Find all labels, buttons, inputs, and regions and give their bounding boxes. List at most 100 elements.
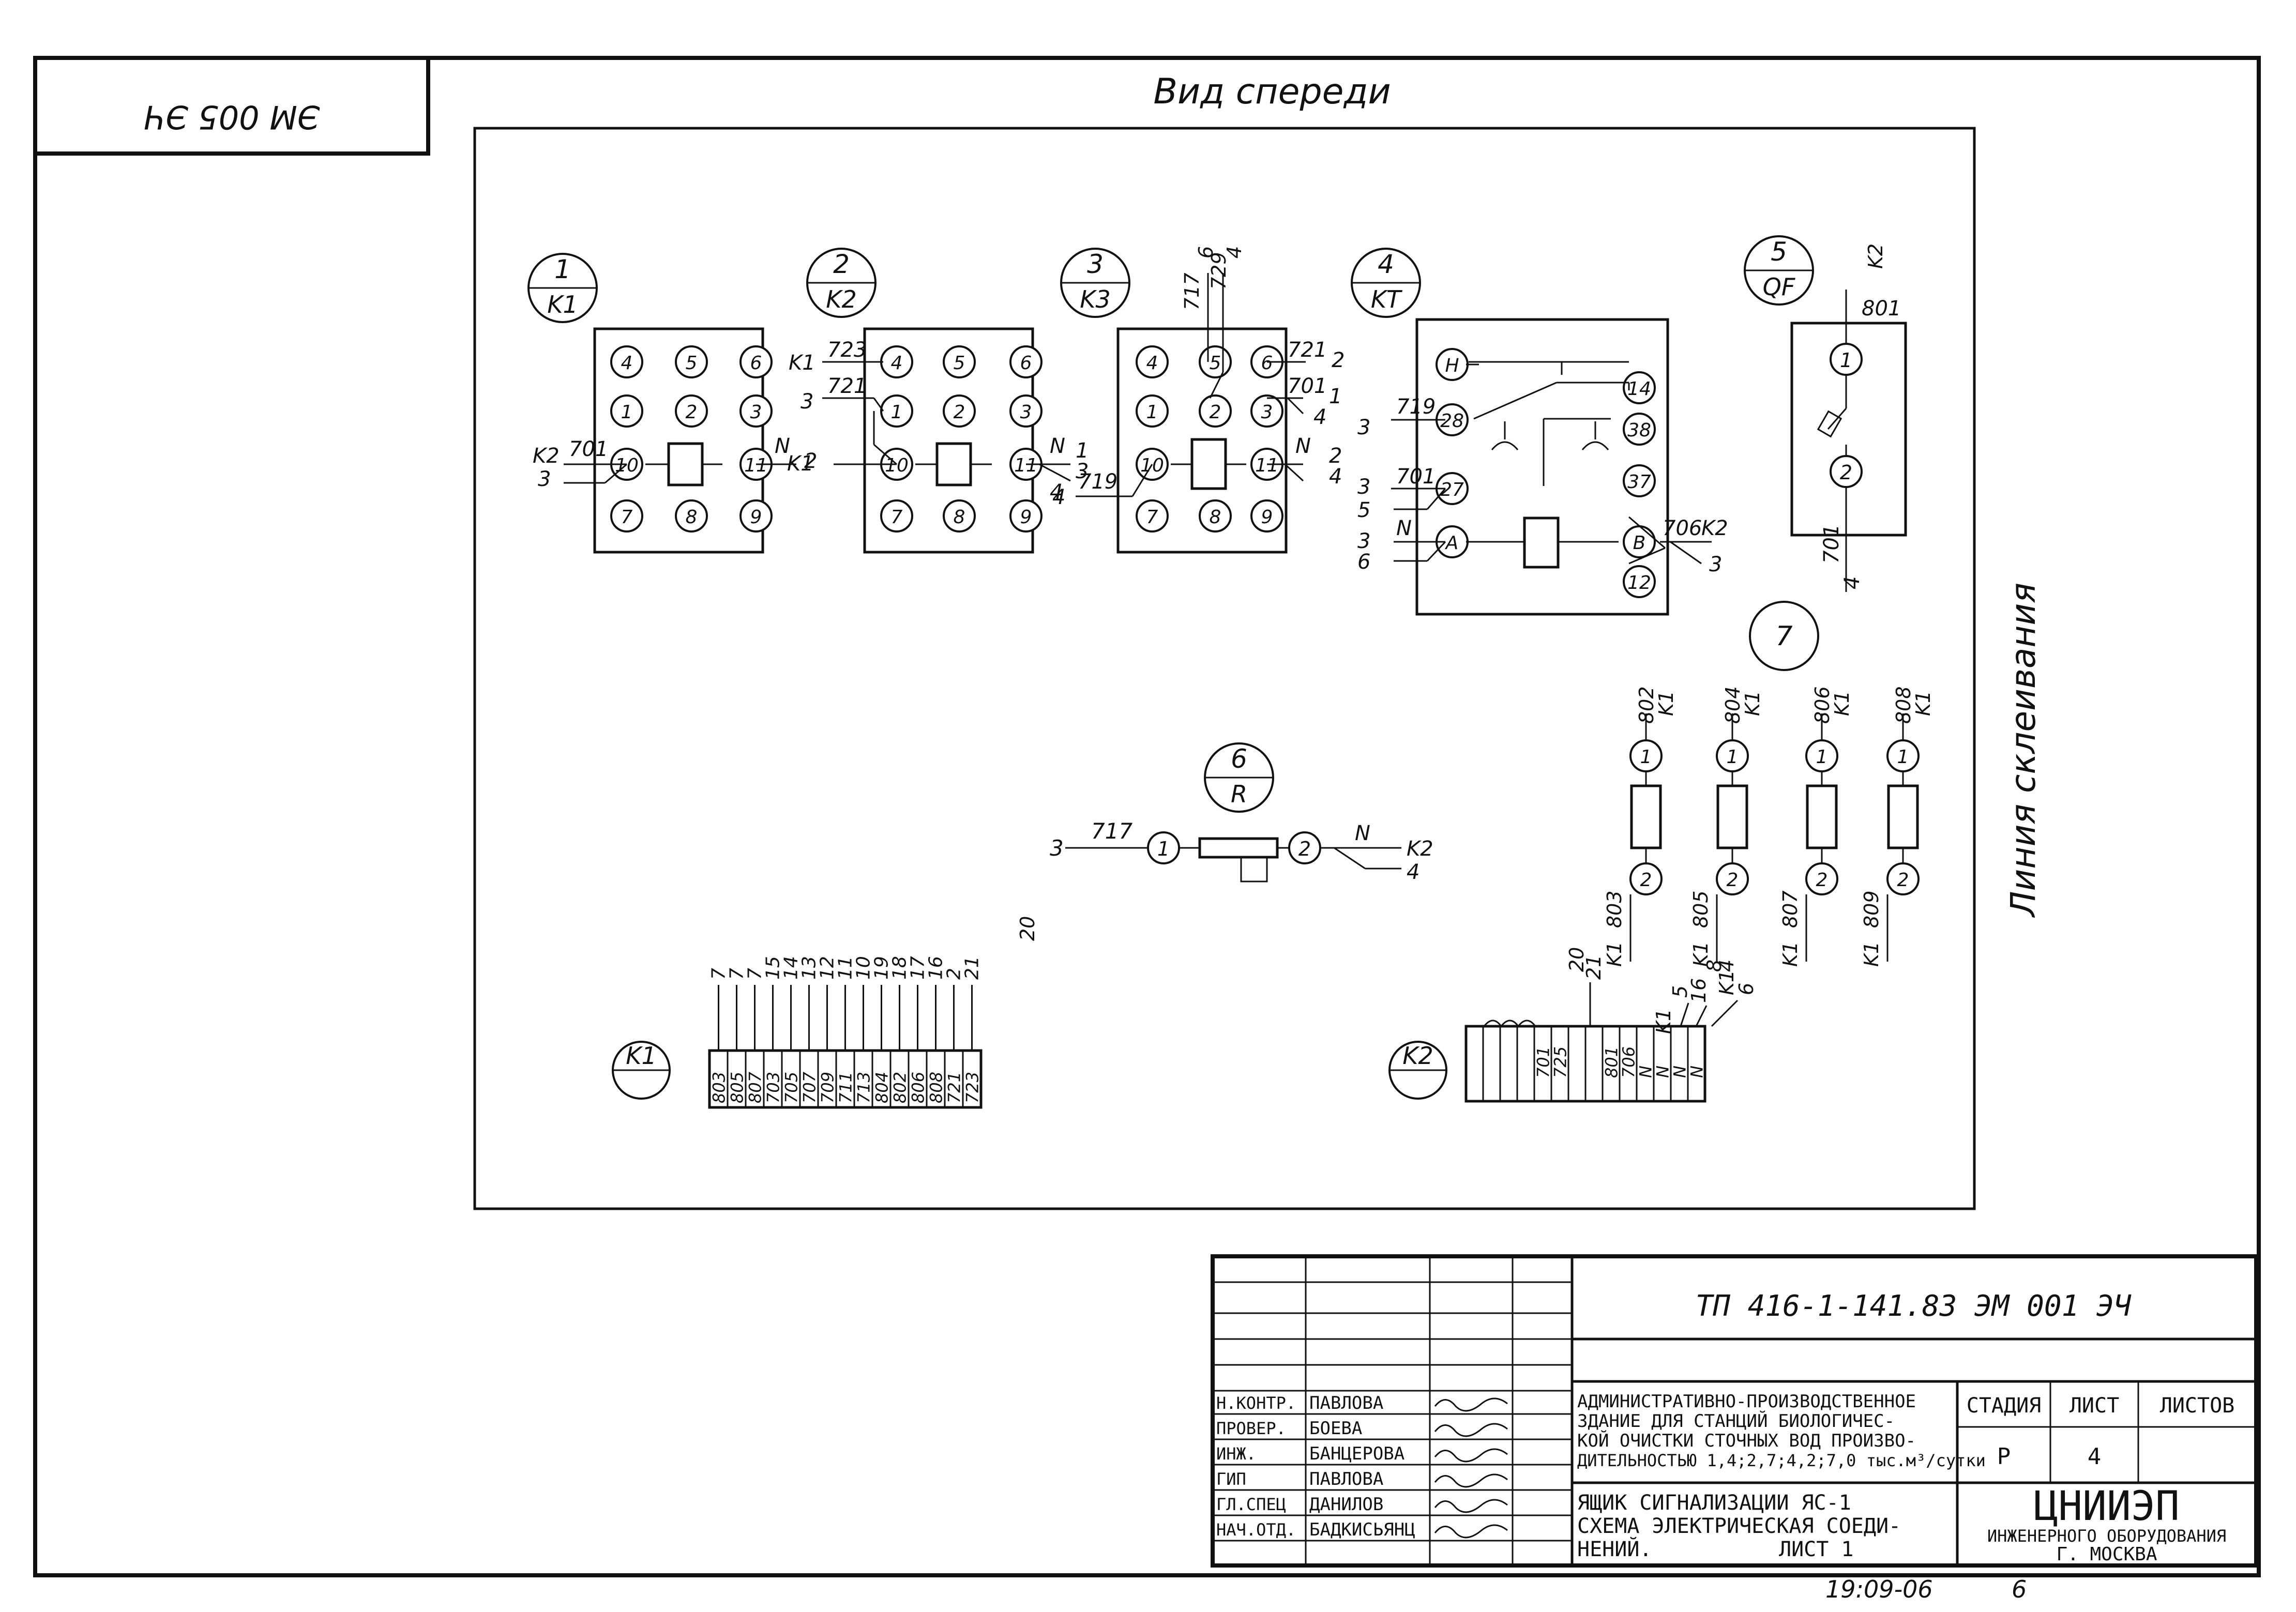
k2pins-pin-4: 2: [954, 402, 965, 423]
comp7-num: 7: [1775, 621, 1792, 652]
name-1: БОЕВА: [1309, 1418, 1362, 1439]
k1pins-pin-4: 2: [686, 402, 698, 423]
k2-dest-21: 21: [1582, 955, 1605, 980]
kt-pin-5-circle: [1623, 464, 1656, 497]
comp6-label: R: [1231, 780, 1247, 808]
k3-rr4: 4: [1329, 465, 1342, 489]
k2pins-pin-10: 9: [1020, 507, 1032, 528]
k1-term-0: 803: [709, 1072, 729, 1103]
corner-stamp: ЭМ 005 ЭЧ: [144, 98, 320, 136]
fuse0-top-k: K1: [1655, 691, 1678, 716]
kt-pin-8-circle: [1623, 565, 1656, 598]
k1pins-pin-8-circle: [610, 499, 643, 533]
fuse0-bottom-k: K1: [1603, 941, 1626, 967]
kt-l3b: 3: [1357, 475, 1370, 499]
k2pins-pin-6: 10: [885, 455, 909, 476]
sheet-line-3: НЕНИЙ.: [1577, 1537, 1652, 1561]
resistor-r: 6 R 1 2 3 717 N K2 4: [1050, 742, 1433, 884]
object-line-4: ДИТЕЛЬНОСТЬЮ 1,4;2,7;4,2;7,0 тыс.м³/сутк…: [1577, 1451, 1986, 1470]
sheet-line-2: СХЕМА ЭЛЕКТРИЧЕСКАЯ СОЕДИ-: [1577, 1514, 1901, 1538]
k3-729: 729: [1207, 252, 1230, 290]
k1-term-5: 707: [800, 1071, 820, 1103]
k2-strip-label: K2: [1402, 1042, 1433, 1070]
k3-719: 719: [1078, 470, 1117, 494]
comp4-label: KT: [1371, 285, 1403, 313]
k1-dest-0: 7: [708, 968, 730, 980]
fuse-2: [1806, 784, 1838, 849]
k2-3: 3: [800, 390, 813, 414]
k3-n: N: [1295, 434, 1311, 458]
corner-stamp-box: [33, 56, 430, 156]
name-4: ДАНИЛОВ: [1309, 1494, 1383, 1515]
k1pins-pin-1-circle: [675, 345, 708, 378]
k1pins-pin-9-circle: [675, 499, 708, 533]
k3-left4: 4: [1052, 485, 1065, 509]
k2-723: 723: [827, 338, 867, 362]
comp4-num: 4: [1378, 249, 1394, 279]
k1-n: N: [775, 434, 790, 458]
r-4: 4: [1407, 860, 1419, 884]
k2-r1: 1: [1076, 439, 1089, 463]
k2-dest-5: 5: [1669, 985, 1691, 998]
qf-701: 701: [1820, 524, 1844, 564]
k2-term-9: 706: [1619, 1046, 1639, 1078]
view-title: Вид спереди: [1153, 71, 1391, 112]
terminal-strip-k1: K1 8037805780777031570514707137091271111…: [612, 916, 1039, 1109]
k1pins-pin-4-circle: [675, 394, 708, 428]
fuse0-pin2: 2: [1640, 870, 1652, 891]
signature-4: [1434, 1499, 1508, 1513]
k2-r3: 3: [1076, 460, 1089, 483]
qf-k2: K2: [1864, 244, 1887, 269]
fuse2-pin2: 2: [1816, 870, 1828, 891]
k1-strip-extra: 20: [1016, 916, 1039, 941]
comp2-num: 2: [833, 249, 850, 279]
r-n: N: [1355, 822, 1370, 845]
k1pins-pin-5-circle: [739, 394, 773, 428]
k2-dest-8: 8: [1703, 960, 1726, 972]
kt-701: 701: [1396, 465, 1436, 489]
k3pins-pin-8: 7: [1146, 507, 1158, 528]
k1-left-3: 3: [538, 467, 551, 491]
bottom-code: 19:09-06: [1825, 1575, 1933, 1603]
glue-line-label: Линия склеивания: [2003, 583, 2043, 918]
sheet-frame: [33, 56, 2261, 1577]
k3-6: 6: [1195, 246, 1217, 258]
org-line-2: Г. МОСКВА: [2056, 1544, 2157, 1565]
kt-l6: 6: [1357, 550, 1370, 574]
lists-header: ЛИСТОВ: [2160, 1394, 2235, 1418]
k3pins-pin-4: 2: [1210, 402, 1221, 423]
name-2: БАНЦЕРОВА: [1309, 1443, 1404, 1464]
k1-left-k2: K2: [533, 444, 560, 468]
k1-term-9: 804: [872, 1072, 892, 1103]
role-0: Н.КОНТР.: [1216, 1393, 1296, 1413]
k1pins-pin-2-circle: [739, 345, 773, 378]
k3pins-pin-9: 8: [1210, 507, 1221, 528]
comp5-num: 5: [1771, 237, 1787, 267]
k3pins-pin-3-circle: [1136, 394, 1169, 428]
kt-pin-1: 28: [1440, 410, 1464, 432]
k3pins-pin-10-circle: [1250, 499, 1283, 533]
fuse1-pin2-circle: [1716, 862, 1749, 895]
fuse0-top: 802: [1635, 686, 1658, 724]
k3pins-pin-7: 11: [1255, 455, 1279, 476]
k3pins-pin-2: 6: [1261, 353, 1273, 374]
k2-k1-mid: K1: [787, 452, 814, 476]
signature-0: [1434, 1397, 1508, 1412]
r-3: 3: [1050, 835, 1064, 861]
r-k2: K2: [1407, 837, 1433, 861]
k1-dest-10: 18: [889, 956, 911, 980]
k3pins-pin-5: 3: [1261, 402, 1273, 423]
k3pins-pin-8-circle: [1136, 499, 1169, 533]
fuse3-pin1: 1: [1897, 747, 1909, 768]
k3-r1: 1: [1329, 385, 1342, 408]
kt-pin-2-circle: [1623, 371, 1656, 404]
k2-term-11: N: [1653, 1066, 1673, 1078]
k2pins-pin-9-circle: [943, 499, 976, 533]
qf-4: 4: [1840, 576, 1864, 589]
fuse1-pin2: 2: [1727, 870, 1739, 891]
fuse2-bottom: 807: [1779, 890, 1802, 928]
k1-dest-6: 12: [817, 956, 838, 980]
k1-term-10: 802: [890, 1072, 910, 1103]
